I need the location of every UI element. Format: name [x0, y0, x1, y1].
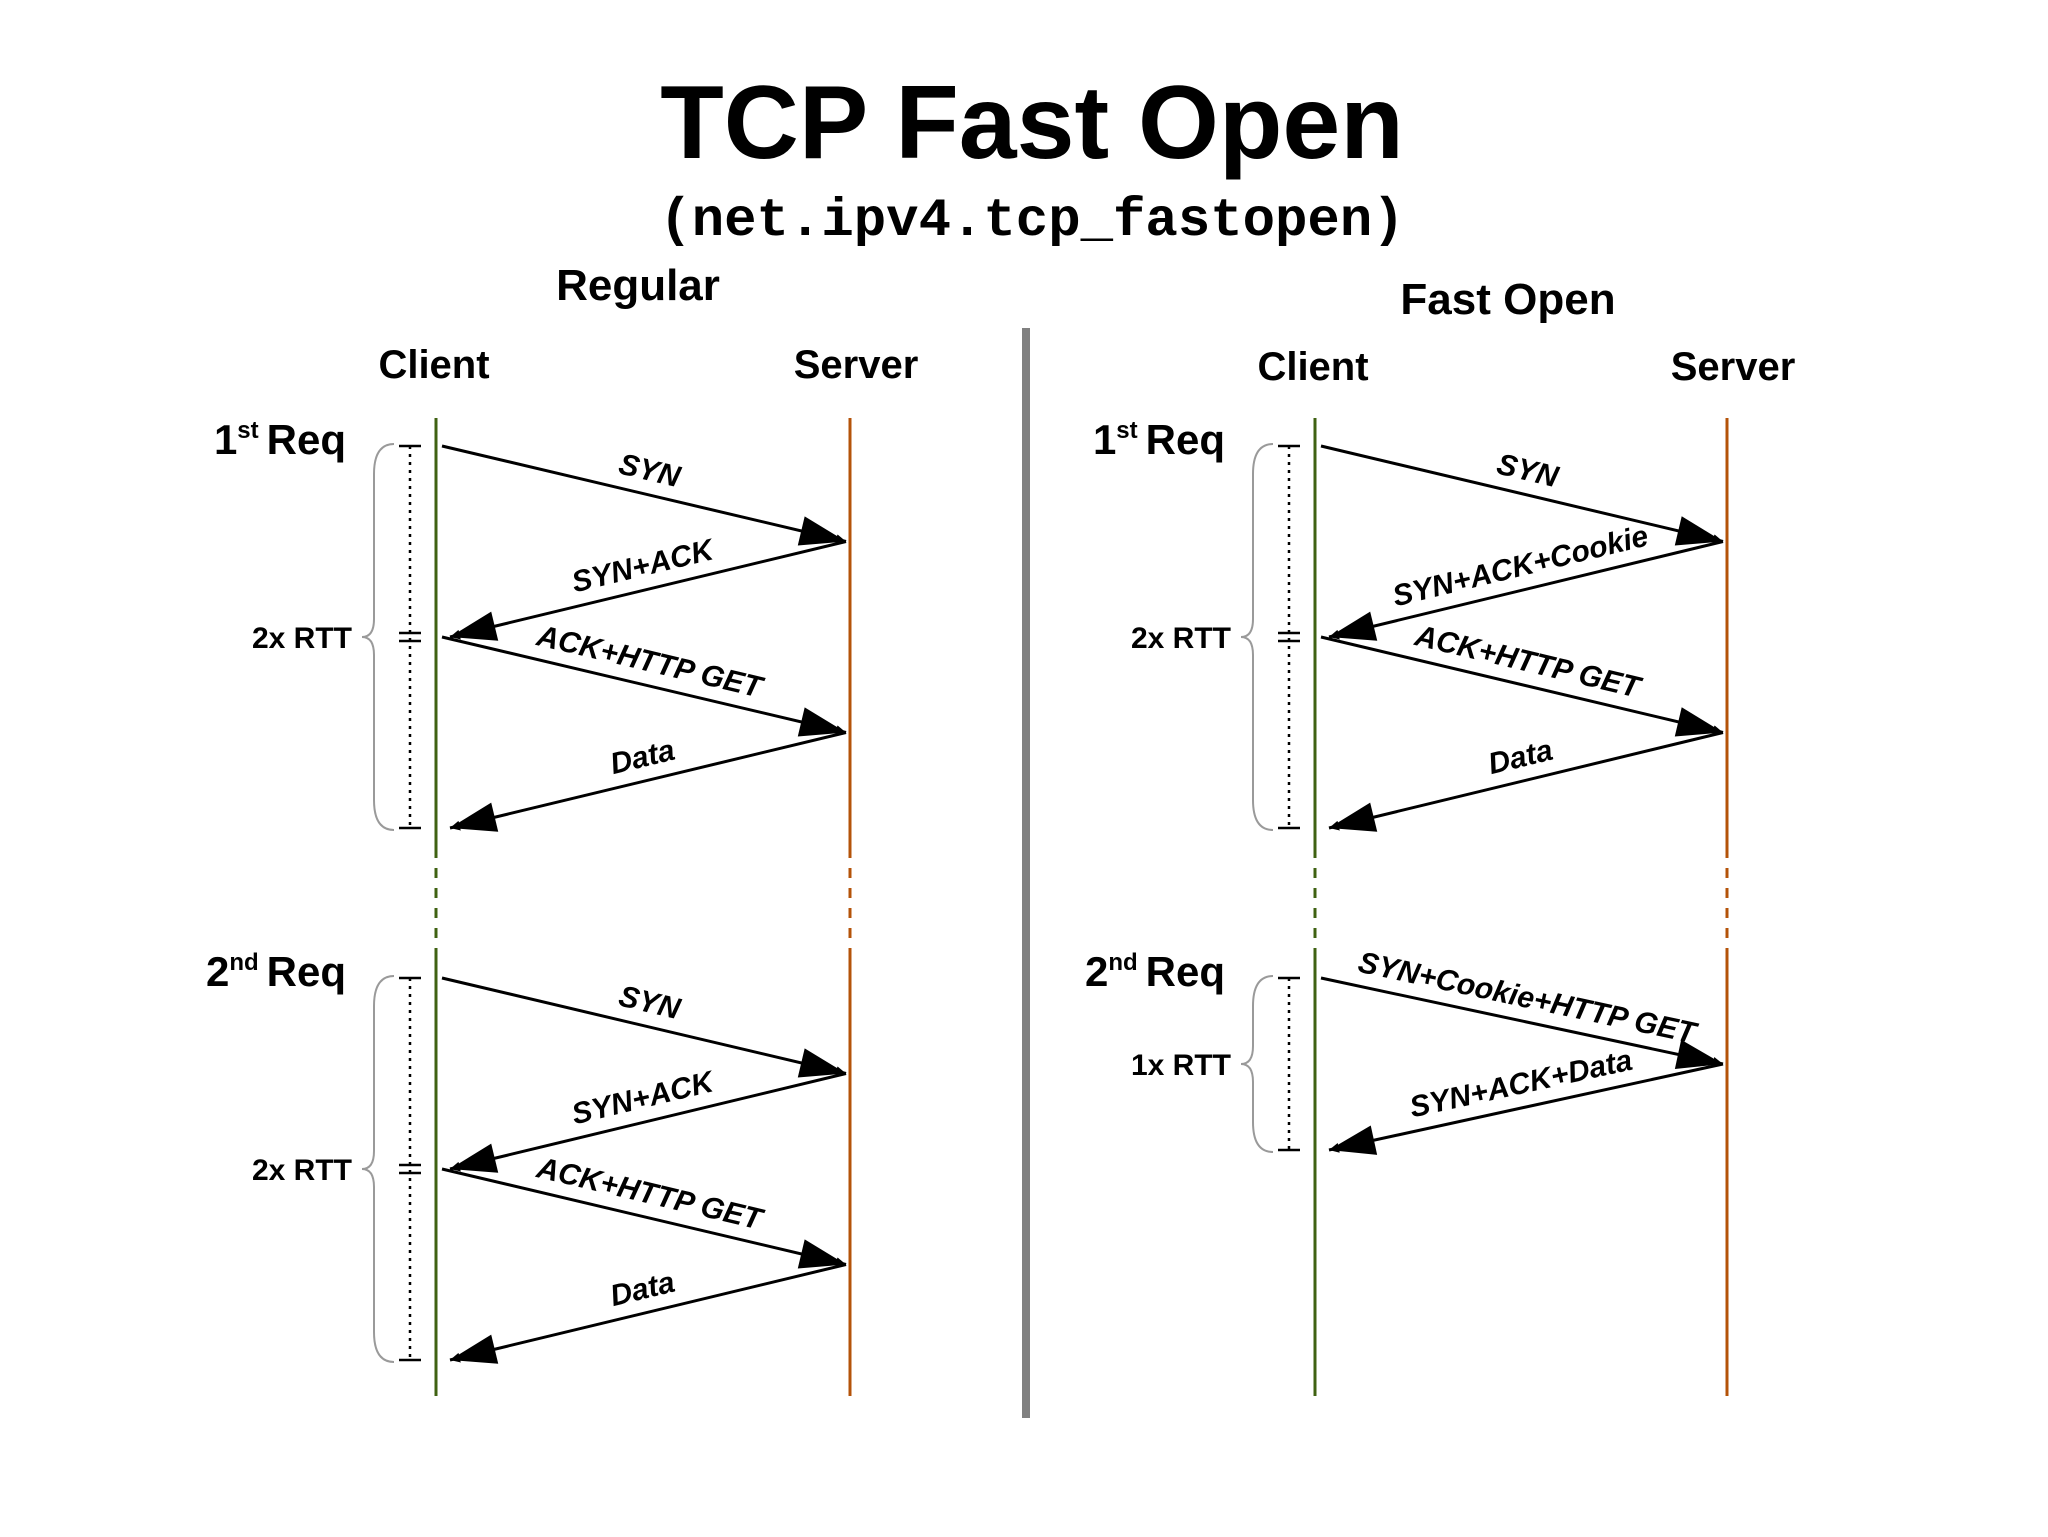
message-arrow	[441, 1167, 847, 1268]
message-arrow	[1320, 635, 1724, 736]
request-ordinal: st	[237, 417, 258, 444]
message-arrow	[1328, 540, 1724, 640]
rtt-brace	[1240, 975, 1274, 1153]
arrowhead	[1674, 516, 1723, 546]
arrowhead	[1329, 611, 1378, 641]
rtt-brace	[1240, 443, 1274, 831]
request-label: 1st Req	[214, 416, 346, 463]
message-label: ACK+HTTP GET	[1411, 619, 1646, 705]
message-arrow	[1320, 976, 1724, 1067]
message-arrow	[449, 540, 847, 640]
message-arrow	[449, 731, 847, 831]
panel-heading: Fast Open	[1400, 275, 1615, 324]
message-arrow	[1320, 444, 1724, 545]
arrowhead	[450, 611, 499, 641]
arrowhead	[797, 1239, 846, 1269]
request-number: 2	[1085, 948, 1108, 995]
message-label: SYN	[616, 448, 685, 495]
message-label: Data	[607, 734, 678, 781]
arrowhead	[1674, 1039, 1723, 1070]
request-word: Req	[267, 948, 346, 995]
page-title: TCP Fast Open	[660, 65, 1404, 181]
request-number: 1	[1093, 416, 1116, 463]
request-number: 1	[214, 416, 237, 463]
arrowhead	[1674, 707, 1723, 737]
arrowhead	[450, 802, 499, 832]
client-label: Client	[378, 343, 489, 387]
rtt-label: 2x RTT	[252, 1154, 352, 1187]
arrowhead	[450, 1334, 499, 1364]
request-word: Req	[1146, 416, 1225, 463]
arrowhead	[797, 516, 846, 546]
message-arrow	[449, 1263, 847, 1363]
server-label: Server	[1671, 345, 1796, 389]
request-number: 2	[206, 948, 229, 995]
message-arrow	[449, 1072, 847, 1172]
message-label: Data	[607, 1266, 678, 1313]
message-label: SYN	[1494, 448, 1563, 495]
request-ordinal: nd	[1108, 949, 1137, 976]
request-ordinal: st	[1116, 417, 1137, 444]
request-block: 2nd Req 1x RTT SYN+Cookie+HTTP GETSYN+ACK+D…	[1085, 946, 1729, 1396]
message-arrow	[441, 976, 847, 1077]
rtt-label: 2x RTT	[1131, 622, 1231, 655]
arrowhead	[797, 1048, 846, 1078]
arrowhead	[450, 1143, 499, 1173]
message-label: Data	[1485, 734, 1556, 781]
request-word: Req	[1146, 948, 1225, 995]
request-label: 2nd Req	[1085, 948, 1225, 995]
rtt-brace	[361, 975, 395, 1363]
request-label: 1st Req	[1093, 416, 1225, 463]
arrowhead	[1329, 802, 1378, 832]
arrowhead	[1329, 1125, 1378, 1155]
message-label: SYN+ACK+Cookie	[1389, 520, 1651, 614]
message-label: SYN+Cookie+HTTP GET	[1355, 946, 1701, 1051]
rtt-label: 1x RTT	[1131, 1049, 1231, 1082]
message-label: SYN+ACK+Data	[1407, 1044, 1636, 1125]
message-label: ACK+HTTP GET	[533, 1151, 768, 1237]
arrowhead	[797, 707, 846, 737]
message-arrow	[1328, 1062, 1724, 1153]
rtt-brace	[361, 443, 395, 831]
message-arrow	[441, 444, 847, 545]
server-label: Server	[794, 343, 919, 387]
message-label: SYN	[616, 980, 685, 1027]
panel-heading: Regular	[556, 261, 720, 310]
request-label: 2nd Req	[206, 948, 346, 995]
page-subtitle: (net.ipv4.tcp_fastopen)	[659, 191, 1404, 252]
client-label: Client	[1257, 345, 1368, 389]
message-arrow	[441, 635, 847, 736]
rtt-label: 2x RTT	[252, 622, 352, 655]
request-ordinal: nd	[229, 949, 258, 976]
message-label: ACK+HTTP GET	[533, 619, 768, 705]
message-arrow	[1328, 731, 1724, 831]
request-word: Req	[267, 416, 346, 463]
